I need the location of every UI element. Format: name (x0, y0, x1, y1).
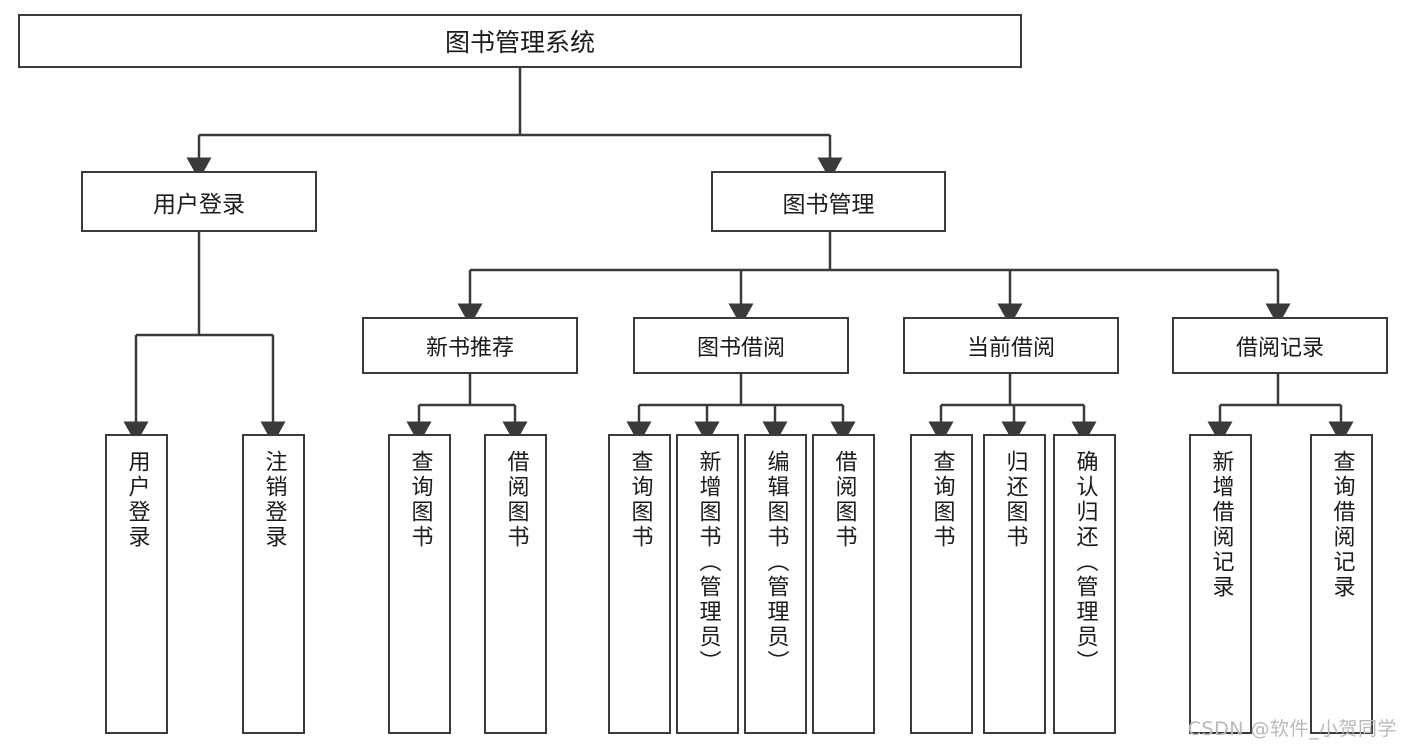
node-leaf-borrow-book-2-label: 借阅图书 (831, 450, 857, 550)
node-leaf-user-login[interactable]: 用户登录 (105, 434, 168, 734)
node-leaf-edit-book[interactable]: 编辑图书（管理员） (744, 434, 807, 734)
node-leaf-add-book-label: 新增图书（管理员） (695, 450, 721, 675)
node-leaf-return-book[interactable]: 归还图书 (983, 434, 1046, 734)
edge-group-user-login (123, 232, 286, 444)
node-leaf-confirm-return-label: 确认归还（管理员） (1072, 450, 1098, 675)
node-leaf-user-login-label: 用户登录 (124, 450, 150, 550)
node-current-borrow[interactable]: 当前借阅 (903, 317, 1119, 374)
edge-group-book-borrow (626, 374, 856, 444)
node-leaf-confirm-return[interactable]: 确认归还（管理员） (1053, 434, 1116, 734)
node-leaf-borrow-book-1-label: 借阅图书 (503, 450, 529, 550)
node-user-login[interactable]: 用户登录 (81, 171, 317, 232)
edge-group-current-borrow (928, 374, 1097, 444)
node-leaf-add-record-label: 新增借阅记录 (1208, 450, 1234, 600)
node-leaf-query-book-1[interactable]: 查询图书 (388, 434, 451, 734)
node-new-book-recommend-label: 新书推荐 (425, 335, 514, 361)
node-leaf-user-logout-label: 注销登录 (261, 450, 287, 550)
node-book-borrow[interactable]: 图书借阅 (633, 317, 849, 374)
node-leaf-query-record[interactable]: 查询借阅记录 (1310, 434, 1373, 734)
node-borrow-record[interactable]: 借阅记录 (1172, 317, 1388, 374)
node-leaf-query-book-2-label: 查询图书 (627, 450, 653, 550)
node-leaf-add-record[interactable]: 新增借阅记录 (1189, 434, 1252, 734)
node-borrow-record-label: 借阅记录 (1235, 335, 1324, 361)
node-book-manage[interactable]: 图书管理 (711, 171, 946, 232)
node-leaf-add-book[interactable]: 新增图书（管理员） (676, 434, 739, 734)
node-leaf-borrow-book-1[interactable]: 借阅图书 (484, 434, 547, 734)
node-leaf-user-logout[interactable]: 注销登录 (242, 434, 305, 734)
node-current-borrow-label: 当前借阅 (966, 335, 1055, 361)
node-leaf-query-record-label: 查询借阅记录 (1329, 450, 1355, 600)
node-leaf-query-book-3-label: 查询图书 (929, 450, 955, 550)
node-new-book-recommend[interactable]: 新书推荐 (362, 317, 578, 374)
node-leaf-return-book-label: 归还图书 (1002, 450, 1028, 550)
node-root-label: 图书管理系统 (444, 28, 595, 57)
node-leaf-query-book-3[interactable]: 查询图书 (910, 434, 973, 734)
edge-group-new-book-recommend (406, 374, 528, 444)
node-user-login-label: 用户登录 (153, 191, 245, 218)
node-leaf-borrow-book-2[interactable]: 借阅图书 (812, 434, 875, 734)
node-book-borrow-label: 图书借阅 (696, 335, 785, 361)
edge-group-root (186, 68, 843, 180)
node-root[interactable]: 图书管理系统 (18, 14, 1022, 68)
edge-group-borrow-record (1207, 374, 1354, 444)
node-leaf-query-book-1-label: 查询图书 (407, 450, 433, 550)
node-leaf-query-book-2[interactable]: 查询图书 (608, 434, 671, 734)
edge-group-book-manage (457, 232, 1291, 326)
node-book-manage-label: 图书管理 (782, 191, 875, 218)
node-leaf-edit-book-label: 编辑图书（管理员） (763, 450, 789, 675)
